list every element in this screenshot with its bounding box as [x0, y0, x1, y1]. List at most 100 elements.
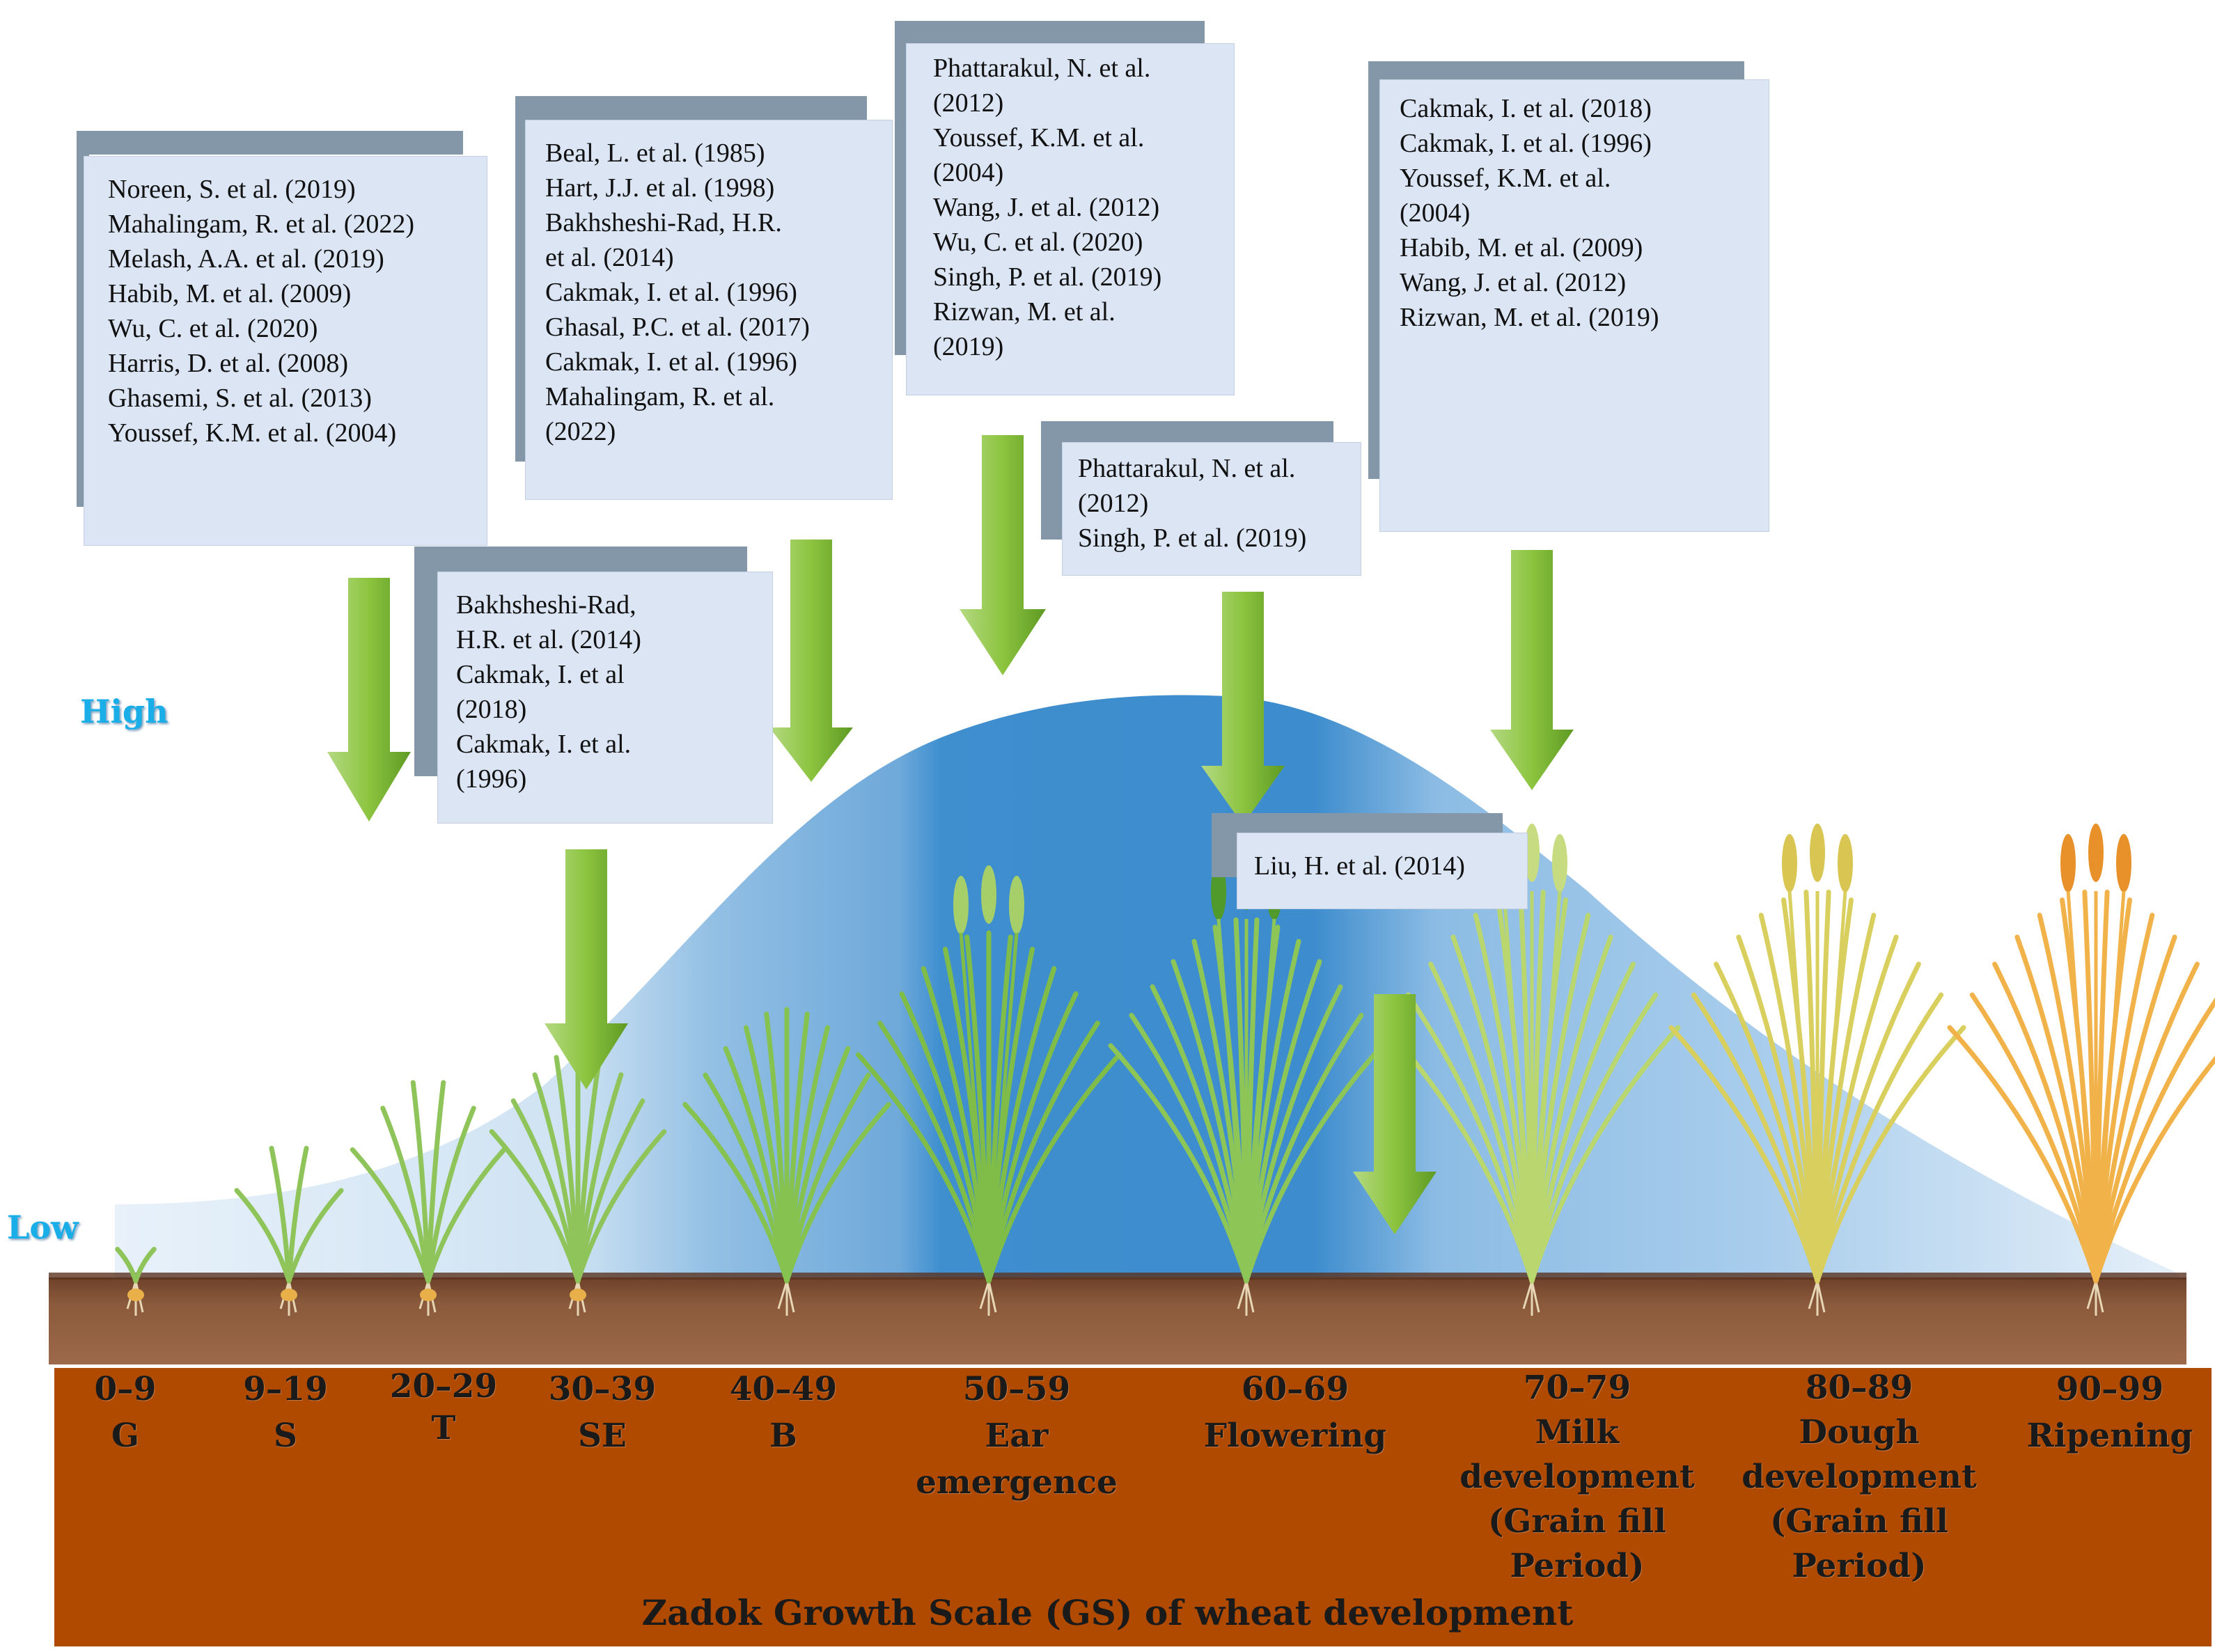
high-label: High	[80, 693, 169, 730]
stage-name: Period)	[1792, 1547, 1927, 1585]
citation: et al. (2014)	[545, 243, 674, 272]
stage-name: T	[431, 1409, 456, 1447]
low-label: Low	[7, 1209, 79, 1246]
stage-range: 90–99	[2056, 1370, 2164, 1408]
citation: (2012)	[933, 88, 1004, 118]
wheat-plant	[1108, 851, 1385, 1316]
stage-panel	[54, 1368, 2212, 1646]
stage-range: 0–9	[94, 1370, 157, 1408]
citation: Bakhsheshi-Rad, H.R.	[545, 208, 782, 237]
reference-box: Beal, L. et al. (1985) Hart, J.J. et al.…	[515, 96, 895, 503]
stage-s: 9–19 S	[216, 1366, 355, 1459]
citation: Cakmak, I. et al.	[456, 730, 632, 759]
reference-box: Bakhsheshi-Rad, H.R. et al. (2014) Cakma…	[414, 546, 776, 825]
stage-name: S	[274, 1417, 297, 1455]
citation: Wang, J. et al. (2012)	[1400, 268, 1627, 297]
arrow-stage-ear-emergence	[960, 435, 1046, 675]
wheat-plant	[234, 1145, 344, 1316]
arrow-stage-flowering	[1201, 592, 1285, 825]
wheat-plant	[682, 1007, 891, 1316]
citation: Noreen, S. et al. (2019)	[108, 175, 356, 204]
citation: (2018)	[456, 695, 527, 724]
citation: Singh, P. et al. (2019)	[933, 262, 1162, 292]
citation: Melash, A.A. et al. (2019)	[108, 244, 384, 274]
citation: Wu, C. et al. (2020)	[108, 314, 318, 343]
stage-name: development	[1459, 1458, 1695, 1496]
stage-name: Dough	[1799, 1413, 1920, 1452]
stage-b: 40–49 B	[714, 1366, 853, 1459]
citation: Phattarakul, N. et al.	[933, 54, 1151, 83]
wheat-plant	[1383, 824, 1681, 1316]
stage-name: B	[769, 1417, 797, 1455]
citation: Cakmak, I. et al. (1996)	[1400, 129, 1652, 158]
reference-box: Phattarakul, N. et al. (2012) Youssef, K…	[895, 21, 1236, 397]
stage-flowering: 60–69 Flowering	[1184, 1366, 1407, 1459]
wheat-plant	[1947, 824, 2215, 1316]
citation: H.R. et al. (2014)	[456, 625, 641, 654]
citation: (2019)	[933, 332, 1004, 361]
stage-name: G	[111, 1417, 140, 1455]
stage-se: 30–39 SE	[529, 1366, 675, 1459]
stage-range: 80–89	[1805, 1369, 1913, 1407]
stage-name: (Grain fill	[1488, 1502, 1666, 1541]
reference-box: Liu, H. et al. (2014)	[1212, 813, 1532, 911]
citation: Mahalingam, R. et al.	[545, 382, 775, 411]
citation: (1996)	[456, 764, 527, 794]
citation: Cakmak, I. et al	[456, 660, 625, 689]
development-curve	[115, 695, 2179, 1281]
wheat-plant	[489, 1048, 667, 1316]
stage-range: 9–19	[243, 1370, 328, 1408]
reference-box: Cakmak, I. et al. (2018) Cakmak, I. et a…	[1368, 61, 1772, 535]
stage-name: Flowering	[1203, 1417, 1387, 1455]
citation: Phattarakul, N. et al.	[1078, 454, 1296, 483]
stage-name: SE	[578, 1417, 627, 1455]
citation: Cakmak, I. et al. (1996)	[545, 347, 797, 377]
citation: Ghasemi, S. et al. (2013)	[108, 384, 372, 413]
wheat-plants	[115, 824, 2215, 1316]
citation: Harris, D. et al. (2008)	[108, 349, 349, 378]
stage-milk: 70–79 Milk development (Grain fill Perio…	[1452, 1366, 1703, 1589]
citation: Cakmak, I. et al. (1996)	[545, 278, 797, 307]
scale-title: Zadok Growth Scale (GS) of wheat develop…	[641, 1592, 1574, 1633]
arrow-stage-g	[327, 578, 411, 821]
citation: Bakhsheshi-Rad,	[456, 590, 636, 620]
wheat-plant	[1668, 824, 1966, 1316]
citation: (2022)	[545, 417, 616, 446]
citation: Habib, M. et al. (2009)	[1400, 233, 1643, 262]
stage-range: 40–49	[729, 1370, 838, 1408]
citation: Ghasal, P.C. et al. (2017)	[545, 313, 810, 342]
arrow-stage-milk	[1490, 550, 1574, 790]
stage-range: 50–59	[962, 1370, 1071, 1408]
citation: Habib, M. et al. (2009)	[108, 279, 352, 308]
citation: Hart, J.J. et al. (1998)	[545, 173, 775, 203]
citation: (2004)	[1400, 198, 1471, 228]
citation: Youssef, K.M. et al. (2004)	[108, 418, 397, 448]
stage-name: Period)	[1510, 1547, 1645, 1585]
stage-range: 20–29	[389, 1367, 498, 1406]
citation: Rizwan, M. et al.	[933, 297, 1116, 327]
arrows	[327, 435, 1574, 1234]
stage-ear-emergence: 50–59 Ear emergence	[905, 1366, 1128, 1506]
citation: Mahalingam, R. et al. (2022)	[108, 210, 415, 239]
citation: Beal, L. et al. (1985)	[545, 139, 765, 168]
citation: Youssef, K.M. et al.	[1400, 164, 1611, 193]
stage-range: 30–39	[548, 1370, 657, 1408]
arrow-stage-b	[769, 540, 853, 782]
citation: Youssef, K.M. et al.	[933, 123, 1145, 152]
citation: Cakmak, I. et al. (2018)	[1400, 94, 1652, 123]
stage-range: 60–69	[1241, 1370, 1349, 1408]
stage-name: emergence	[916, 1463, 1118, 1502]
wheat-plant	[115, 1247, 157, 1316]
citation: (2004)	[933, 158, 1004, 187]
stage-t: 20–29 T	[374, 1366, 513, 1449]
citation: Singh, P. et al. (2019)	[1078, 524, 1307, 553]
citation: Wang, J. et al. (2012)	[933, 193, 1160, 222]
arrow-stage-se	[545, 849, 628, 1089]
stage-name: (Grain fill	[1770, 1502, 1948, 1541]
soil-strip	[49, 1277, 2186, 1364]
arrow-stage-flowering-lower	[1353, 994, 1437, 1234]
stage-ripening: 90–99 Ripening	[2005, 1366, 2214, 1459]
reference-box: Noreen, S. et al. (2019) Mahalingam, R. …	[77, 131, 487, 547]
wheat-plant	[350, 1080, 507, 1316]
